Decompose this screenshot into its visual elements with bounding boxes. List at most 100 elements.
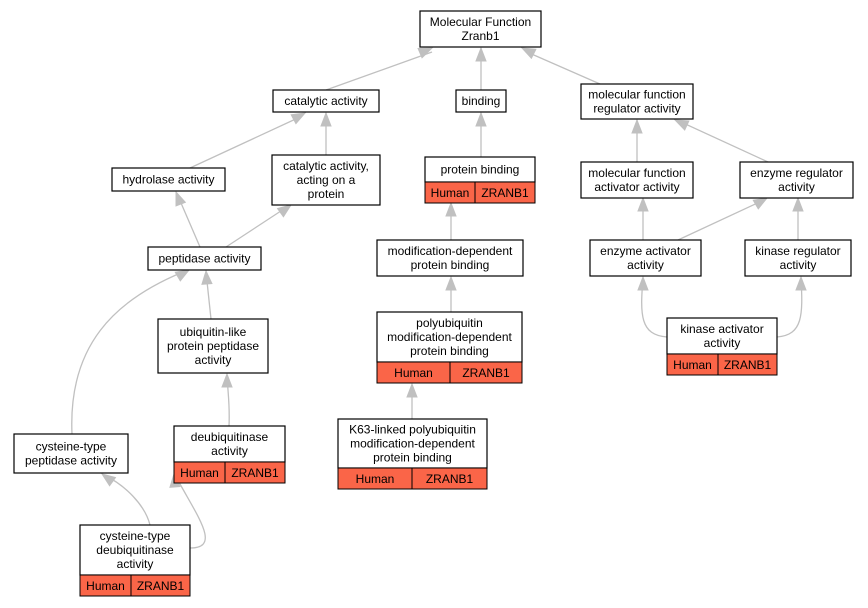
annotation-gene: ZRANB1 bbox=[724, 358, 772, 372]
annotation-gene-cell bbox=[224, 461, 286, 484]
edge-catalytic-activity-to-mf-zranb1 bbox=[325, 47, 434, 91]
node-label-line: enzyme activator bbox=[600, 244, 691, 258]
node-label-line: peptidase activity bbox=[158, 252, 250, 266]
node-label-line: polyubiquitin bbox=[416, 316, 483, 330]
annotation-species: Human bbox=[431, 186, 470, 200]
edge-k63-polyub-mod-dep-protein-binding-to-polyub-mod-dep-protein-binding bbox=[406, 382, 418, 419]
node-label-line: binding bbox=[462, 94, 501, 108]
go-term-node-peptidase-activity[interactable]: peptidase activity bbox=[147, 246, 262, 271]
go-term-node-cysteine-type-deubiquitinase-activity[interactable]: cysteine-typedeubiquitinaseactivityHuman… bbox=[79, 524, 191, 597]
annotation-gene-cell bbox=[474, 181, 536, 204]
edge-arrowhead bbox=[417, 47, 434, 59]
edge-arrowhead bbox=[792, 196, 804, 212]
node-label-line: activity bbox=[627, 258, 664, 272]
go-term-node-k63-polyub-mod-dep-protein-binding[interactable]: K63-linked polyubiquitinmodification-dep… bbox=[337, 418, 488, 490]
edges-layer bbox=[71, 46, 807, 549]
edge-cysteine-type-peptidase-activity-to-peptidase-activity bbox=[71, 269, 191, 435]
edge-polyub-mod-dep-protein-binding-to-mod-dep-protein-binding bbox=[445, 275, 457, 312]
edge-peptidase-activity-to-hydrolase-activity bbox=[175, 190, 201, 248]
node-label-line: protein bbox=[308, 187, 345, 201]
annotation-gene: ZRANB1 bbox=[462, 366, 510, 380]
edge-arrowhead bbox=[520, 47, 537, 60]
edge-arrowhead bbox=[475, 46, 487, 62]
edge-protein-binding-to-binding bbox=[475, 111, 487, 157]
edge-arrowhead bbox=[445, 201, 457, 217]
edge-enzyme-activator-activity-to-mf-activator-activity bbox=[637, 196, 649, 240]
node-label-line: enzyme regulator bbox=[750, 166, 843, 180]
annotation-gene: ZRANB1 bbox=[481, 186, 529, 200]
node-box bbox=[589, 239, 702, 277]
edge-arrowhead bbox=[221, 372, 233, 388]
annotation-species: Human bbox=[394, 366, 433, 380]
edge-arrowhead bbox=[175, 190, 187, 207]
node-label-line: protein binding bbox=[373, 451, 452, 465]
node-label-line: activator activity bbox=[594, 180, 679, 194]
edge-catalytic-activity-protein-to-catalytic-activity bbox=[320, 111, 332, 155]
node-label-line: K63-linked polyubiquitin bbox=[349, 423, 476, 437]
node-box bbox=[376, 311, 523, 363]
node-label-line: Molecular Function bbox=[430, 15, 531, 29]
edge-binding-to-mf-zranb1 bbox=[475, 46, 487, 90]
node-label-line: catalytic activity bbox=[284, 94, 367, 108]
node-label-line: modification-dependent bbox=[350, 437, 475, 451]
node-label-line: regulator activity bbox=[593, 102, 680, 116]
node-box bbox=[173, 425, 286, 463]
node-box bbox=[376, 239, 524, 277]
go-term-node-catalytic-activity[interactable]: catalytic activity bbox=[272, 89, 380, 113]
node-box bbox=[79, 524, 191, 576]
node-box bbox=[744, 239, 852, 277]
edge-arrowhead bbox=[201, 269, 213, 285]
edge-arrowhead bbox=[276, 204, 293, 218]
node-box bbox=[424, 156, 536, 183]
node-box bbox=[455, 89, 507, 113]
node-box bbox=[419, 10, 542, 48]
node-box bbox=[272, 89, 380, 113]
edge-arrowhead bbox=[631, 118, 643, 134]
node-box bbox=[271, 154, 381, 206]
edge-mf-regulator-activity-to-mf-zranb1 bbox=[520, 47, 601, 85]
annotation-gene: ZRANB1 bbox=[231, 466, 279, 480]
go-term-node-polyub-mod-dep-protein-binding[interactable]: polyubiquitinmodification-dependentprote… bbox=[376, 311, 523, 384]
edge-arrowhead bbox=[752, 197, 769, 210]
edge-arrowhead bbox=[637, 196, 649, 212]
node-box bbox=[580, 83, 694, 120]
node-label-line: peptidase activity bbox=[25, 454, 117, 468]
node-label-line: deubiquitinase bbox=[96, 543, 174, 557]
edge-peptidase-activity-to-catalytic-activity-protein bbox=[225, 204, 293, 248]
edge-arrowhead bbox=[100, 473, 117, 487]
annotation-gene: ZRANB1 bbox=[137, 579, 185, 593]
annotation-gene-cell bbox=[449, 361, 523, 384]
node-label-line: modification-dependent bbox=[387, 330, 512, 344]
edge-arrowhead bbox=[445, 275, 457, 291]
edge-ubl-protein-peptidase-activity-to-peptidase-activity bbox=[201, 269, 213, 320]
edge-arrowhead bbox=[673, 119, 690, 131]
node-box bbox=[111, 167, 226, 192]
node-label-line: modification-dependent bbox=[388, 244, 513, 258]
node-label-line: protein binding bbox=[410, 344, 489, 358]
node-label-line: molecular function bbox=[588, 88, 685, 102]
node-box bbox=[147, 246, 262, 271]
node-label-line: acting on a bbox=[297, 173, 356, 187]
node-label-line: protein peptidase bbox=[167, 339, 259, 353]
go-term-node-binding[interactable]: binding bbox=[455, 89, 507, 113]
node-label-line: activity bbox=[195, 353, 232, 367]
edge-arrowhead bbox=[174, 269, 191, 282]
node-box bbox=[337, 418, 488, 469]
edge-kinase-activator-activity-to-kinase-regulator-activity bbox=[776, 275, 807, 338]
node-label-line: hydrolase activity bbox=[122, 173, 214, 187]
go-term-node-hydrolase-activity[interactable]: hydrolase activity bbox=[111, 167, 226, 192]
edge-arrowhead bbox=[795, 275, 807, 291]
